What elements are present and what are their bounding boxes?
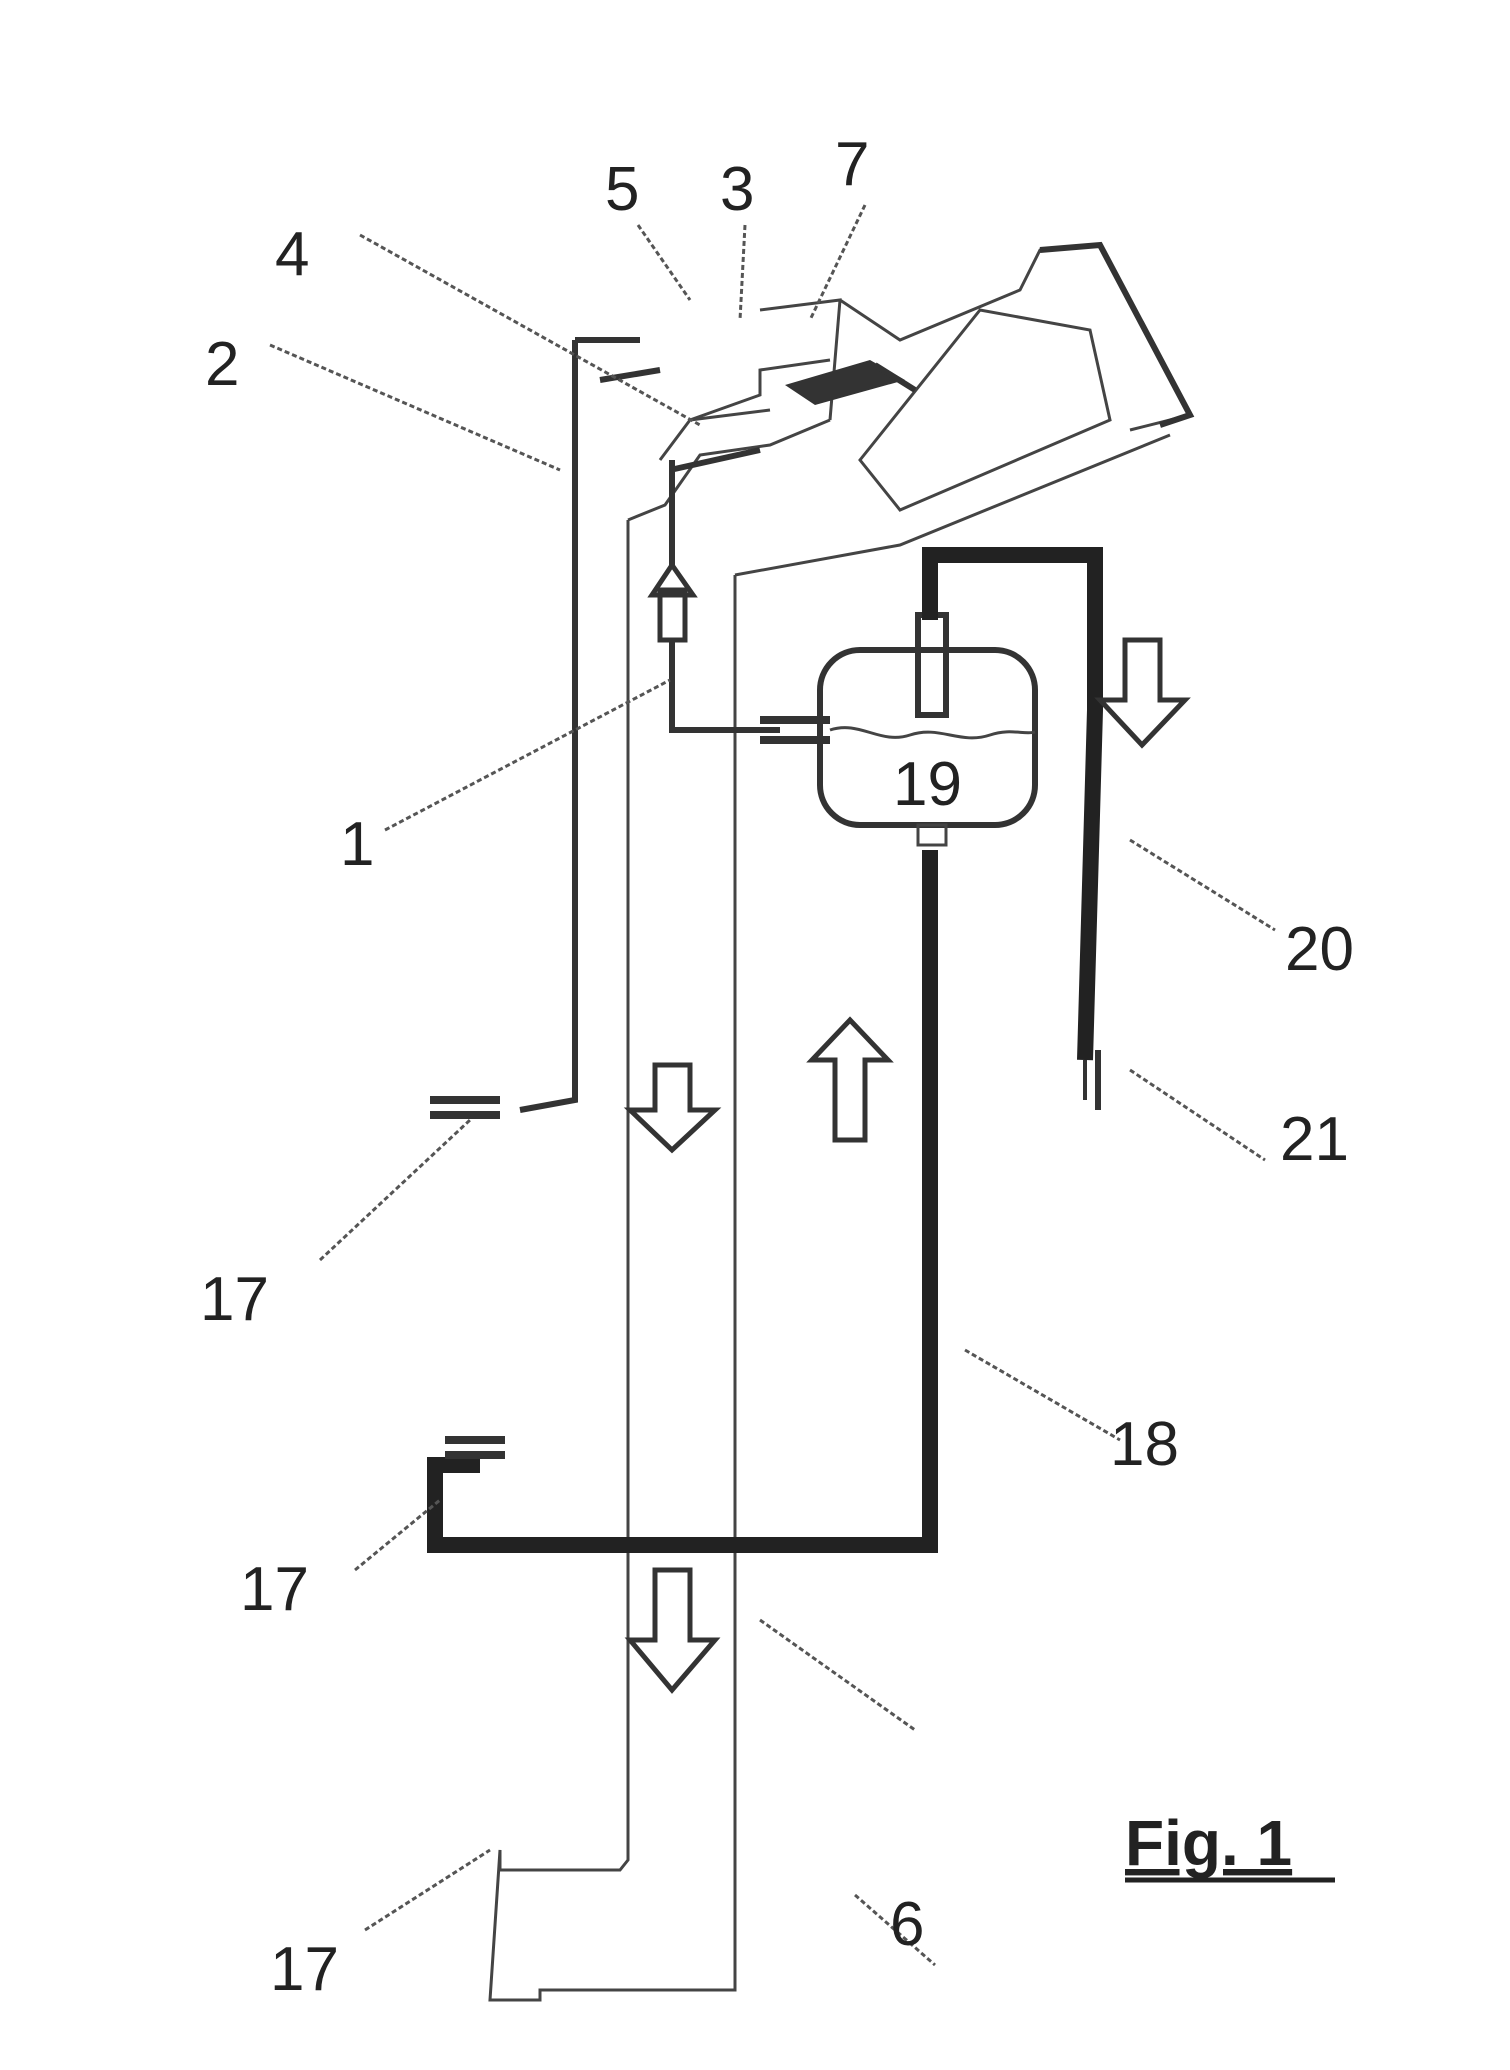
leader-lines — [270, 205, 1275, 1965]
label-3: 3 — [720, 155, 754, 224]
main-duct — [490, 420, 1170, 2000]
label-17-lower: 17 — [270, 1935, 339, 2004]
pipe-2 — [520, 340, 640, 1110]
pipe-20 — [930, 555, 1098, 1110]
arrow-up-pipe-1 — [652, 565, 693, 640]
fitting-17-middle — [445, 1440, 505, 1455]
reference-numerals: 5 3 7 4 2 1 19 20 21 17 18 17 17 6 — [200, 130, 1354, 2004]
label-21: 21 — [1280, 1105, 1349, 1174]
label-2: 2 — [205, 330, 239, 399]
arrow-down-duct-lower — [630, 1570, 715, 1690]
arrow-down-pipe-20 — [1100, 640, 1185, 745]
label-1: 1 — [340, 810, 374, 879]
label-18: 18 — [1110, 1410, 1179, 1479]
head-unit — [660, 245, 1190, 510]
arrow-up-pipe-18 — [812, 1020, 888, 1140]
label-20: 20 — [1285, 915, 1354, 984]
figure-caption: Fig. 1 — [1125, 1807, 1292, 1879]
fitting-17-upper — [430, 1100, 500, 1115]
label-4: 4 — [275, 220, 309, 289]
label-17-middle: 17 — [240, 1555, 309, 1624]
component-7 — [785, 360, 915, 405]
label-5: 5 — [605, 155, 639, 224]
arrow-down-duct-upper — [630, 1065, 715, 1150]
label-19: 19 — [893, 750, 962, 819]
label-6: 6 — [890, 1890, 924, 1959]
pipe-18 — [435, 850, 930, 1545]
label-17-upper: 17 — [200, 1265, 269, 1334]
label-7: 7 — [835, 130, 869, 199]
